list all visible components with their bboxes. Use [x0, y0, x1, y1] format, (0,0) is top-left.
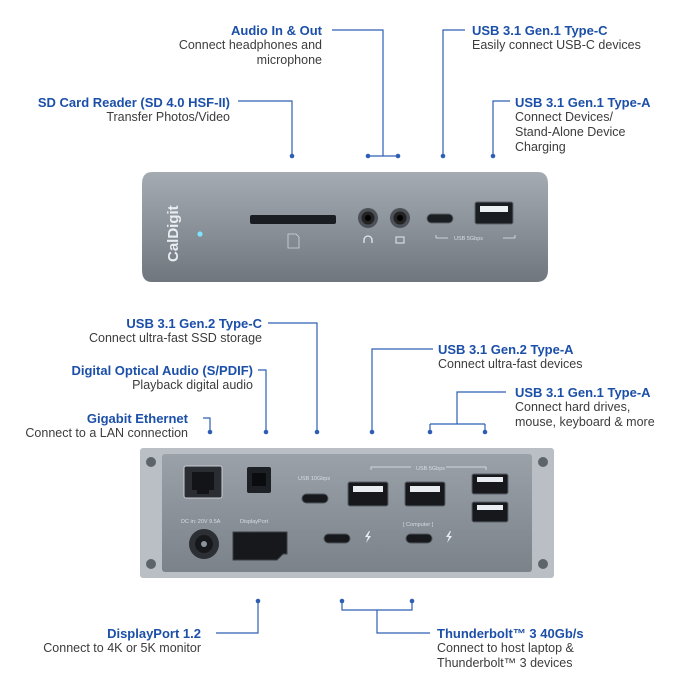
label-thunderbolt-title: Thunderbolt™ 3 40Gb/s: [437, 626, 584, 641]
front-usb-speed-label: USB 5Gbps: [454, 236, 483, 242]
label-optical-title: Digital Optical Audio (S/PDIF): [71, 363, 253, 378]
dc-power-port-icon: [189, 529, 219, 559]
label-ethernet: Gigabit Ethernet Connect to a LAN connec…: [25, 411, 188, 441]
displayport-label: DisplayPort: [240, 519, 269, 525]
label-thunderbolt: Thunderbolt™ 3 40Gb/s Connect to host la…: [437, 626, 584, 671]
label-usba-gen1-rear: USB 3.1 Gen.1 Type-A Connect hard drives…: [515, 385, 655, 430]
sd-card-icon: [287, 233, 300, 249]
label-thunderbolt-desc: Connect to host laptop & Thunderbolt™ 3 …: [437, 641, 574, 670]
label-usba-gen1: USB 3.1 Gen.1 Type-A Connect Devices/ St…: [515, 95, 651, 155]
label-displayport: DisplayPort 1.2 Connect to 4K or 5K moni…: [43, 626, 201, 656]
label-sd: SD Card Reader (SD 4.0 HSF-II) Transfer …: [38, 95, 230, 125]
brand-logo: CalDigit: [165, 205, 182, 262]
microphone-jack-icon: [390, 208, 410, 244]
usb-a-gen2-port-icon: [347, 481, 389, 507]
rear-usb-speed-label: USB 5Gbps: [416, 466, 445, 472]
label-optical: Digital Optical Audio (S/PDIF) Playback …: [71, 363, 253, 393]
label-ethernet-desc: Connect to a LAN connection: [25, 426, 188, 440]
label-usba-gen1-title: USB 3.1 Gen.1 Type-A: [515, 95, 651, 110]
rear-usbc-speed-label: USB 10Gbps: [298, 476, 330, 482]
computer-label: [ Computer ]: [403, 522, 434, 528]
dock-front-panel: CalDigit USB 5Gbps: [142, 172, 548, 282]
label-usbc-gen2: USB 3.1 Gen.2 Type-C Connect ultra-fast …: [89, 316, 262, 346]
power-led-icon: [197, 231, 203, 237]
usb-a-port-icon: [404, 481, 446, 507]
thunderbolt-port-2-icon: [405, 531, 452, 544]
label-usbc-gen2-desc: Connect ultra-fast SSD storage: [89, 331, 262, 345]
label-usba-gen2-title: USB 3.1 Gen.2 Type-A: [438, 342, 574, 357]
sd-card-slot-icon: [250, 215, 336, 224]
label-usbc-gen2-title: USB 3.1 Gen.2 Type-C: [126, 316, 262, 331]
label-sd-desc: Transfer Photos/Video: [106, 110, 230, 124]
optical-audio-port-icon: [247, 467, 271, 493]
label-usba-gen1-rear-title: USB 3.1 Gen.1 Type-A: [515, 385, 651, 400]
label-displayport-title: DisplayPort 1.2: [107, 626, 201, 641]
label-usbc-gen1-title: USB 3.1 Gen.1 Type-C: [472, 23, 608, 38]
label-usbc-gen1-desc: Easily connect USB-C devices: [472, 38, 641, 52]
headphone-jack-icon: [358, 208, 378, 243]
label-usba-gen2: USB 3.1 Gen.2 Type-A Connect ultra-fast …: [438, 342, 583, 372]
label-displayport-desc: Connect to 4K or 5K monitor: [43, 641, 201, 655]
label-optical-desc: Playback digital audio: [132, 378, 253, 392]
usb-a-port-icon: [474, 201, 514, 225]
label-audio-desc: Connect headphones and microphone: [178, 38, 322, 67]
label-usba-gen1-rear-desc: Connect hard drives, mouse, keyboard & m…: [515, 400, 655, 429]
label-usba-gen2-desc: Connect ultra-fast devices: [438, 357, 583, 371]
label-usbc-gen1: USB 3.1 Gen.1 Type-C Easily connect USB-…: [472, 23, 641, 53]
thunderbolt-port-1-icon: [323, 531, 371, 544]
label-usba-gen1-desc: Connect Devices/ Stand-Alone Device Char…: [515, 110, 626, 154]
dock-rear-panel: DC in: 20V 9.5A DisplayPort USB 10Gbps U…: [140, 448, 554, 578]
label-audio-title: Audio In & Out: [231, 23, 322, 38]
label-ethernet-title: Gigabit Ethernet: [86, 411, 188, 426]
label-audio: Audio In & Out Connect headphones and mi…: [179, 23, 322, 68]
usb-c-port-icon: [426, 213, 454, 224]
dc-in-label: DC in: 20V 9.5A: [181, 519, 221, 525]
displayport-icon: [232, 531, 288, 561]
usb-c-gen2-port-icon: [301, 493, 329, 504]
ethernet-port-icon: [183, 465, 223, 499]
label-sd-title: SD Card Reader (SD 4.0 HSF-II): [37, 95, 230, 110]
